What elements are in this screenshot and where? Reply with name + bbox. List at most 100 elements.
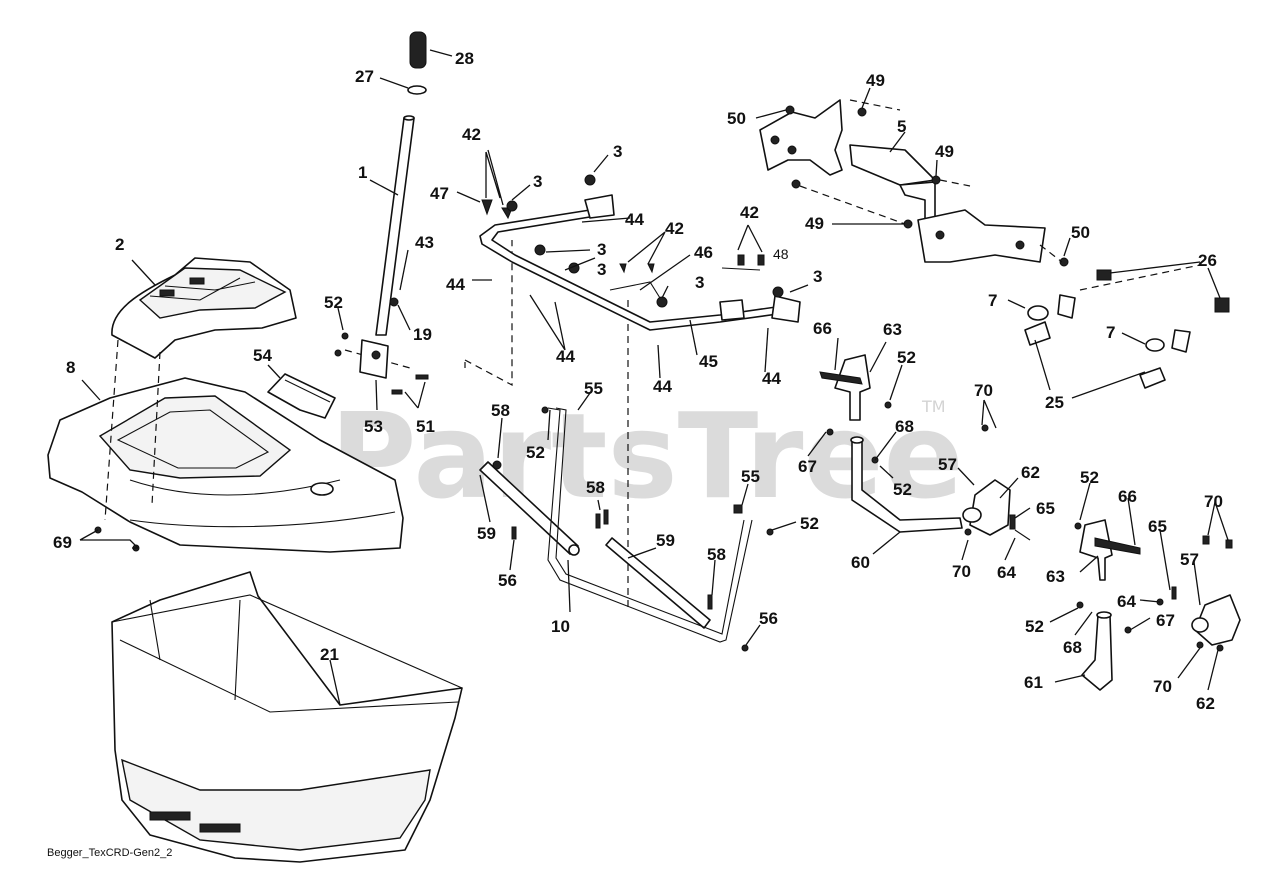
callout-68: 68 [1063,638,1082,657]
pivot-housing-lower[interactable] [1074,522,1241,652]
callout-26: 26 [1198,251,1217,270]
callout-62: 62 [1196,694,1215,713]
callout-5: 5 [897,117,906,136]
callout-56: 56 [759,609,778,628]
callout-69: 69 [53,533,72,552]
frame-hardware [481,174,784,308]
callout-25: 25 [1045,393,1064,412]
callout-42: 42 [665,219,684,238]
callout-56: 56 [498,571,517,590]
callout-labels: 1 2 3 3 3 3 3 3 5 7 7 8 10 19 21 25 26 2… [53,49,1223,713]
callout-59: 59 [656,531,675,550]
callout-67: 67 [798,457,817,476]
callout-54: 54 [253,346,272,365]
callout-27: 27 [355,67,374,86]
small-hardware-center [94,297,502,552]
callout-48: 48 [773,246,789,262]
hitch-plate-left[interactable] [759,99,843,176]
callout-65: 65 [1036,499,1055,518]
callout-53: 53 [364,417,383,436]
latch-assembly-upper[interactable] [1024,264,1230,346]
handle-washer [407,85,427,95]
callout-44: 44 [762,369,781,388]
callout-3: 3 [533,172,542,191]
lift-linkage-rod-left[interactable] [479,461,580,556]
clevis-pins [511,406,774,652]
callout-44: 44 [625,210,644,229]
callout-2: 2 [115,235,124,254]
callout-70: 70 [974,381,993,400]
callout-66: 66 [1118,487,1137,506]
callout-7: 7 [1106,323,1115,342]
callout-52: 52 [526,443,545,462]
callout-50: 50 [1071,223,1090,242]
callout-51: 51 [416,417,435,436]
callout-42: 42 [740,203,759,222]
callout-70: 70 [952,562,971,581]
hitch-bracket[interactable] [849,144,1046,263]
hitch-hardware [785,105,1069,267]
callout-58: 58 [707,545,726,564]
grass-bag-top-cover[interactable] [111,257,297,359]
callout-44: 44 [556,347,575,366]
pivot-shaft-lower[interactable] [1081,611,1113,691]
height-adjust-pivot-upper[interactable] [819,354,892,421]
lever-bracket[interactable] [359,339,389,379]
callout-28: 28 [455,49,474,68]
callout-67: 67 [1156,611,1175,630]
rear-shroud[interactable] [47,377,404,553]
callout-64: 64 [1117,592,1136,611]
callout-49: 49 [805,214,824,233]
callout-49: 49 [935,142,954,161]
pivot-housing-upper[interactable] [962,424,1031,541]
callout-52: 52 [1080,468,1099,487]
lift-linkage-rod-right[interactable] [605,537,711,629]
lift-arm-assembly[interactable] [547,407,753,643]
latch-assembly-lower[interactable] [1139,329,1191,389]
callout-52: 52 [324,293,343,312]
callout-62: 62 [1021,463,1040,482]
callout-52: 52 [800,514,819,533]
callout-59: 59 [477,524,496,543]
callout-52: 52 [897,348,916,367]
callout-44: 44 [653,377,672,396]
callout-70: 70 [1204,492,1223,511]
lift-lever-rod[interactable] [375,115,415,336]
callout-49: 49 [866,71,885,90]
callout-42: 42 [462,125,481,144]
callout-47: 47 [430,184,449,203]
lift-handle-grip[interactable] [409,31,427,69]
deflector-plate[interactable] [267,373,336,419]
callout-3: 3 [597,240,606,259]
callout-57: 57 [938,455,957,474]
callout-64: 64 [997,563,1016,582]
callout-3: 3 [613,142,622,161]
callout-50: 50 [727,109,746,128]
callout-8: 8 [66,358,75,377]
callout-61: 61 [1024,673,1043,692]
callout-55: 55 [584,379,603,398]
callout-68: 68 [895,417,914,436]
callout-leaders [79,49,1229,706]
callout-7: 7 [988,291,997,310]
callout-46: 46 [694,243,713,262]
callout-63: 63 [1046,567,1065,586]
callout-55: 55 [741,467,760,486]
grass-collector-bag[interactable] [111,571,463,863]
callout-45: 45 [699,352,718,371]
callout-52: 52 [1025,617,1044,636]
callout-66: 66 [813,319,832,338]
callout-60: 60 [851,553,870,572]
callout-1: 1 [358,163,367,182]
callout-58: 58 [491,401,510,420]
callout-65: 65 [1148,517,1167,536]
height-adjust-pivot-lower[interactable] [1079,519,1141,581]
callout-70: 70 [1153,677,1172,696]
callout-3: 3 [695,273,704,292]
lift-frame[interactable] [479,194,801,331]
callout-44: 44 [446,275,465,294]
watermark-trademark: TM [921,397,946,416]
callout-21: 21 [320,645,339,664]
callout-3: 3 [597,260,606,279]
